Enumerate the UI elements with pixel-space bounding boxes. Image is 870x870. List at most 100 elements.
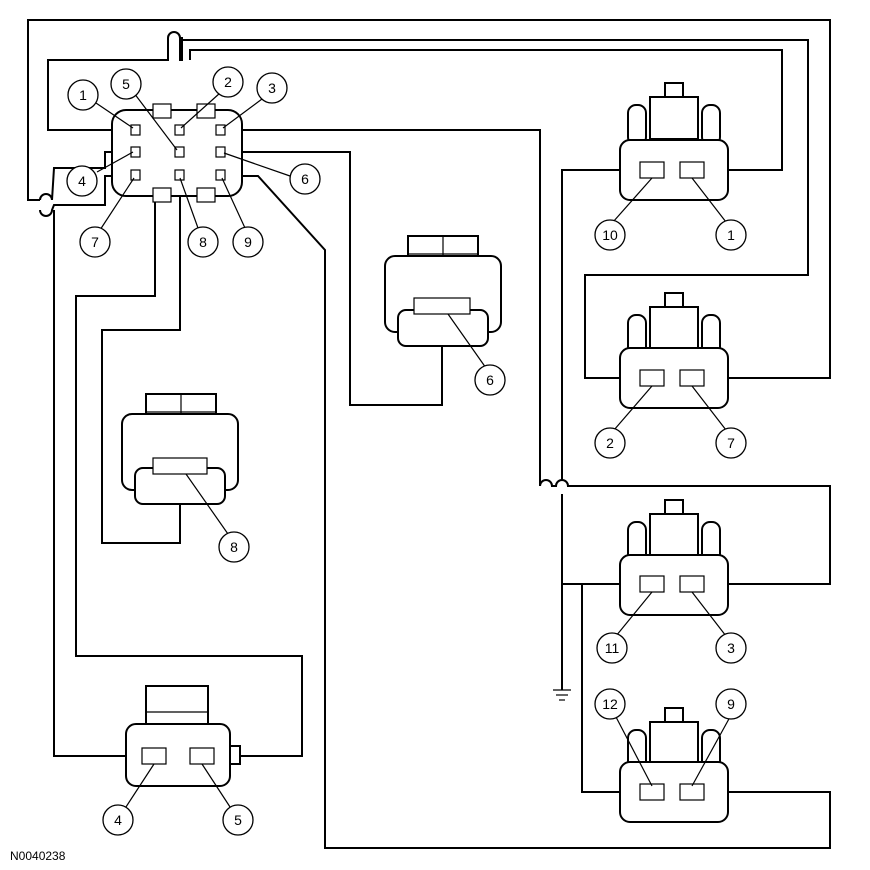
component-a-top-tab xyxy=(664,82,684,98)
callout-label: 7 xyxy=(727,435,735,451)
ground-icon xyxy=(553,689,571,701)
component-d-pin-9 xyxy=(679,783,705,801)
component-d-pin-12 xyxy=(639,783,665,801)
main-connector-tab-right xyxy=(196,103,216,119)
leader-f-8 xyxy=(185,473,229,535)
leader-main-1 xyxy=(95,102,134,129)
leader-main-6 xyxy=(223,152,291,177)
callout-label: 8 xyxy=(199,234,207,250)
main-pin-3 xyxy=(215,124,226,136)
callout-main-8: 8 xyxy=(187,226,219,258)
leader-b-7 xyxy=(691,385,727,431)
leader-g-5 xyxy=(201,763,233,811)
main-pin-2 xyxy=(174,124,185,136)
component-c-top-tab xyxy=(664,499,684,515)
component-g-pin-4 xyxy=(141,747,167,765)
callout-label: 4 xyxy=(114,812,122,828)
wire-compD-12 xyxy=(562,583,645,793)
wire-outer-frame xyxy=(39,151,118,201)
wire-compA-10 xyxy=(561,169,645,480)
wire-pin8 xyxy=(101,176,181,544)
wires xyxy=(27,19,831,849)
callout-d-12: 12 xyxy=(594,688,626,720)
leader-main-5 xyxy=(133,92,178,151)
leader-main-9 xyxy=(221,177,246,229)
wire-pin6 xyxy=(242,151,443,406)
callout-e-6: 6 xyxy=(474,364,506,396)
main-pin-1 xyxy=(130,124,141,136)
callout-label: 1 xyxy=(727,227,735,243)
component-d-top-tab xyxy=(664,707,684,723)
callout-f-8: 8 xyxy=(218,531,250,563)
wire-outer-top xyxy=(27,19,831,379)
leader-main-4 xyxy=(96,151,134,173)
callout-label: 12 xyxy=(602,696,618,712)
leader-a-1 xyxy=(691,177,727,223)
callout-main-6: 6 xyxy=(289,163,321,195)
main-pin-9 xyxy=(215,169,226,181)
callout-d-9: 9 xyxy=(715,688,747,720)
component-c-pin-11 xyxy=(639,575,665,593)
main-connector-tab-bottom-right xyxy=(196,187,216,203)
component-b-pin-7 xyxy=(679,369,705,387)
component-g-top-block xyxy=(145,685,209,727)
main-pin-8 xyxy=(174,169,185,181)
component-e: 6 xyxy=(384,235,506,396)
callout-main-5: 5 xyxy=(110,68,142,100)
callout-label: 9 xyxy=(727,696,735,712)
main-pin-4 xyxy=(130,146,141,158)
component-c-neck xyxy=(649,513,699,557)
component-b-pin-2 xyxy=(639,369,665,387)
callout-label: 7 xyxy=(91,234,99,250)
callout-label: 10 xyxy=(602,227,618,243)
component-a-pin-10 xyxy=(639,161,665,179)
component-a: 10 1 xyxy=(594,82,747,251)
leader-e-6 xyxy=(447,313,487,369)
component-d-body xyxy=(619,761,729,823)
component-c-body xyxy=(619,554,729,616)
callout-label: 1 xyxy=(79,87,87,103)
leader-main-3 xyxy=(222,98,263,129)
wire-top-to-compA xyxy=(189,49,783,171)
callout-label: 11 xyxy=(605,640,620,656)
callout-g-4: 4 xyxy=(102,804,134,836)
callout-main-3: 3 xyxy=(256,72,288,104)
callout-c-11: 11 xyxy=(596,632,628,664)
component-b-top-tab xyxy=(664,292,684,308)
callout-b-7: 7 xyxy=(715,427,747,459)
component-a-neck xyxy=(649,96,699,140)
callout-label: 3 xyxy=(268,80,276,96)
component-g-pin-5 xyxy=(189,747,215,765)
callout-main-1: 1 xyxy=(67,79,99,111)
component-d-neck xyxy=(649,721,699,765)
component-c-pin-3 xyxy=(679,575,705,593)
leader-c-3 xyxy=(691,591,727,637)
wire-pin4 xyxy=(39,175,118,217)
callout-g-5: 5 xyxy=(222,804,254,836)
callout-main-9: 9 xyxy=(232,226,264,258)
leader-d-12 xyxy=(615,716,653,787)
component-c: 11 3 xyxy=(596,499,747,664)
component-b-neck xyxy=(649,306,699,350)
component-e-base xyxy=(397,309,489,347)
component-f-pin-8 xyxy=(152,457,208,475)
callout-main-2: 2 xyxy=(212,66,244,98)
wire-pin7 xyxy=(53,210,140,757)
leader-g-4 xyxy=(123,763,155,811)
main-connector: 1 5 2 3 4 6 7 8 xyxy=(66,66,321,258)
callout-label: 6 xyxy=(301,171,309,187)
component-a-pin-1 xyxy=(679,161,705,179)
leader-b-2 xyxy=(613,385,653,431)
callout-label: 5 xyxy=(122,76,130,92)
callout-label: 5 xyxy=(234,812,242,828)
callout-label: 9 xyxy=(244,234,252,250)
component-a-body xyxy=(619,139,729,201)
callout-label: 8 xyxy=(230,539,238,555)
wire-pin1-top xyxy=(47,31,809,379)
callout-label: 2 xyxy=(224,74,232,90)
component-d: 12 9 xyxy=(594,688,747,823)
wire-pin9 xyxy=(242,175,831,849)
callout-label: 3 xyxy=(727,640,735,656)
callout-main-7: 7 xyxy=(79,226,111,258)
